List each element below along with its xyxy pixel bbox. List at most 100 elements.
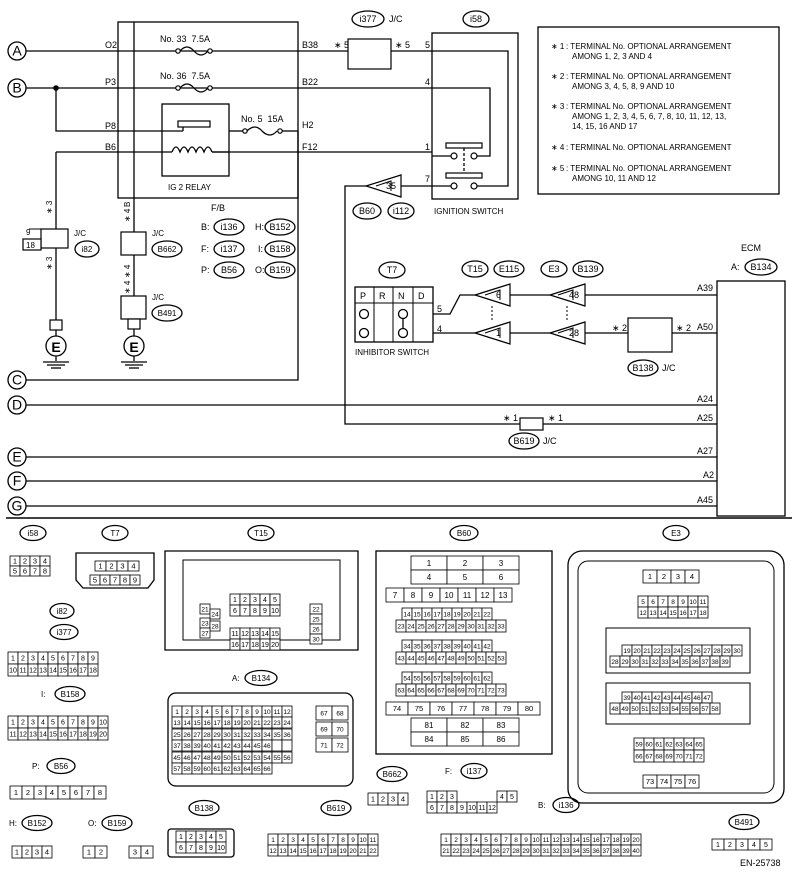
note5-text: : TERMINAL No. OPTIONAL ARRANGEMENT [566, 164, 732, 173]
pin-number: 2 [25, 848, 29, 857]
pin-number: 5 [62, 788, 66, 797]
pin-number: 9 [91, 720, 95, 727]
pin-cell [129, 574, 141, 586]
conn-b159-label: B159 [108, 819, 127, 828]
fuse-relay-box [117, 21, 299, 199]
pin-number: 6 [321, 837, 325, 844]
pin-number: 13 [173, 720, 181, 727]
pin-number: 47 [437, 655, 445, 662]
pin-number: 14 [183, 720, 191, 727]
pin-number: 17 [433, 611, 441, 618]
pin-number: 13 [29, 732, 37, 739]
pin-number: 4 [205, 709, 209, 716]
pin-number: 65 [417, 687, 425, 694]
ign-pin-1: 1 [425, 142, 430, 152]
pin-number: 53 [253, 755, 261, 762]
pin-cell [482, 569, 520, 585]
connector-views: i58 T7 T15 B60 E3 i82 i377 I: B158 A: B1… [9, 524, 785, 868]
pin-number: 75 [415, 704, 423, 713]
e3-b139: B139 [577, 264, 598, 274]
pin-number: 7 [86, 788, 90, 797]
pin-number: 39 [453, 643, 461, 650]
pin-number: 58 [443, 675, 451, 682]
pin-number: 37 [701, 659, 709, 666]
pin-number: 67 [320, 710, 328, 717]
ground-2-label: E [129, 339, 138, 355]
jc-i82-star-bottom: ∗ 3 [45, 256, 54, 270]
pin-number: 63 [675, 741, 683, 748]
pin-number: 5 [311, 837, 315, 844]
pin-number: 1 [427, 559, 432, 568]
pin-cell [684, 774, 700, 789]
pin-number: 21 [201, 606, 209, 613]
conn-t15-label: T15 [254, 529, 268, 538]
jc-b619-star-l: ∗ 1 [503, 413, 518, 423]
pin-number: 40 [633, 695, 641, 702]
pin-number: 31 [641, 659, 649, 666]
pin-number: 14 [659, 610, 667, 617]
pin-number: 72 [695, 753, 703, 760]
conn-a-prefix: A: [232, 674, 240, 683]
jc-b619-conn: B619 [513, 436, 534, 446]
pin-number: 5 [273, 597, 277, 604]
conn-b662-label: B662 [383, 770, 402, 779]
pin-number: 62 [665, 741, 673, 748]
relay-pin-p8: P8 [105, 121, 116, 131]
pin-number: 10 [359, 837, 367, 844]
pin-cell [697, 606, 709, 619]
pin-number: 7 [33, 567, 37, 576]
pin-number: 52 [651, 706, 659, 713]
pin-number: 8 [98, 788, 102, 797]
note3-text3: 14, 15, 16 AND 17 [572, 122, 638, 131]
conn-i82-label: i82 [57, 607, 68, 616]
pin-number: 19 [453, 611, 461, 618]
pin-number: 34 [403, 643, 411, 650]
pin-number: 51 [641, 706, 649, 713]
fb-legend: F/B B: i136 H: B152 F: i137 I: B158 P: B… [201, 203, 296, 279]
pin-number: 45 [683, 695, 691, 702]
ground-2: E [121, 318, 147, 369]
pin-number: 1 [13, 557, 17, 566]
pin-number: 15 [669, 610, 677, 617]
jc-i82-label: J/C [74, 229, 86, 238]
fb-title: F/B [211, 203, 225, 213]
pin-number: 53 [661, 706, 669, 713]
jc-i82-pin9: 9 [26, 228, 31, 237]
pin-number: 13 [251, 631, 259, 638]
pin-cell [209, 608, 221, 620]
pin-number: 33 [253, 732, 261, 739]
pin-cell [630, 844, 642, 857]
t15-pin-6: 6 [496, 290, 501, 300]
pin-number: 4 [209, 834, 213, 841]
pin-number: 41 [643, 695, 651, 702]
jc-b662: ∗ 4 B ∗ 4 J/C B662 [120, 202, 183, 278]
pin-number: 81 [425, 721, 434, 730]
ig2-relay: IG 2 RELAY P8 B6 F12 [105, 103, 318, 192]
ecm-pin-a25: A25 [697, 413, 713, 423]
conn-b56-label: B56 [54, 762, 69, 771]
pin-number: 30 [733, 648, 741, 655]
pin-number: 2 [463, 559, 468, 568]
pin-number: 24 [211, 611, 219, 618]
pin-number: 38 [183, 743, 191, 750]
pin-number: 25 [482, 848, 490, 855]
pin-number: 6 [23, 567, 27, 576]
pin-number: 11 [700, 599, 707, 606]
pin-number: 30 [532, 848, 540, 855]
pin-cell [269, 638, 281, 651]
pin-number: 4 [43, 557, 47, 566]
pin-cell [495, 651, 507, 665]
ecm-pin-a45: A45 [697, 495, 713, 505]
pin-number: 48 [611, 706, 619, 713]
pin-number: 23 [397, 623, 405, 630]
pin-number: 71 [320, 742, 328, 749]
fuse-no36-out: B22 [302, 77, 318, 87]
pin-number: 15 [193, 720, 201, 727]
pin-cell [693, 749, 705, 763]
pin-number: 3 [33, 557, 37, 566]
pin-cell [397, 792, 409, 806]
line-markers: A B C D E F G [7, 41, 27, 516]
line-marker-a: A [12, 43, 22, 59]
pin-number: 29 [457, 623, 465, 630]
pin-number: 25 [417, 623, 425, 630]
